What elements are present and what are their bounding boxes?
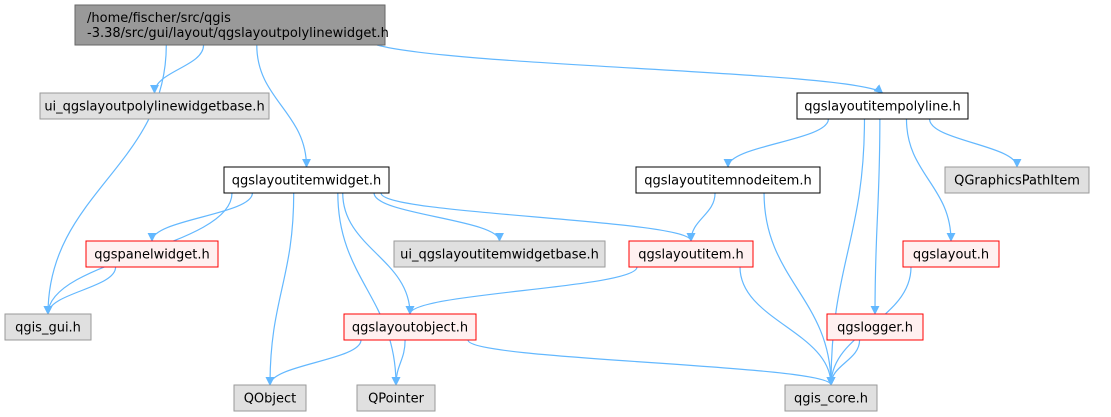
node-box bbox=[826, 313, 924, 341]
node-qgraphicspathitem[interactable]: QGraphicsPathItem bbox=[944, 166, 1090, 194]
node-ui-qgslayoutitemwidgetbase-h[interactable]: ui_qgslayoutitemwidgetbase.h bbox=[393, 240, 606, 268]
node-qgslayoutitem-h[interactable]: qgslayoutitem.h bbox=[628, 240, 754, 268]
edge-layoutobject-to-qpointer bbox=[391, 339, 406, 386]
node-label: qgslayoutobject.h bbox=[352, 321, 468, 336]
node-qgslayoutitempolyline-h[interactable]: qgslayoutitempolyline.h bbox=[796, 92, 969, 120]
edge-itemwidget-to-layoutobject bbox=[342, 192, 415, 315]
node-box bbox=[356, 384, 436, 412]
node-label: ui_qgslayoutpolylinewidgetbase.h bbox=[44, 100, 264, 115]
edge-itemwidget-to-ui_itemwidget_base bbox=[373, 192, 504, 242]
edge-itemwidget-to-qpointer bbox=[337, 192, 401, 386]
edge-itempolyline-to-graphicspath bbox=[928, 118, 1022, 168]
edge-root-to-itemwidget bbox=[256, 44, 311, 168]
node-label: QGraphicsPathItem bbox=[954, 174, 1080, 189]
edges-layer bbox=[43, 44, 1022, 386]
node-box bbox=[4, 313, 92, 341]
node-box bbox=[39, 92, 270, 120]
node-qgis-core-h[interactable]: qgis_core.h bbox=[784, 384, 878, 412]
node-qgspanelwidget-h[interactable]: qgspanelwidget.h bbox=[85, 240, 219, 268]
node-label: qgslogger.h bbox=[837, 321, 913, 336]
edge-logger-to-qgis_core bbox=[826, 339, 861, 386]
edge-root-to-ui_polyline_base bbox=[150, 44, 205, 94]
edge-itemwidget-to-layoutitem bbox=[380, 192, 696, 242]
edge-root-to-qgis_gui bbox=[43, 44, 167, 315]
node-label: -3.38/src/gui/layout/qgslayoutpolylinewi… bbox=[87, 26, 389, 41]
edge-nodeitem-to-layoutitem bbox=[686, 192, 716, 242]
node-label: qgslayoutitempolyline.h bbox=[804, 100, 961, 115]
node-label: qgis_gui.h bbox=[15, 321, 81, 336]
node-qgslayout-h[interactable]: qgslayout.h bbox=[902, 240, 1000, 268]
node-box bbox=[635, 166, 821, 194]
node-box bbox=[628, 240, 754, 268]
node-box bbox=[796, 92, 969, 120]
nodes-layer: /home/fischer/src/qgis-3.38/src/gui/layo… bbox=[4, 4, 1090, 412]
node-qgslayoutitemnodeitem-h[interactable]: qgslayoutitemnodeitem.h bbox=[635, 166, 821, 194]
node-label: qgslayout.h bbox=[913, 248, 989, 263]
node-box bbox=[393, 240, 606, 268]
node-box bbox=[944, 166, 1090, 194]
edge-panelwidget-to-qgis_gui bbox=[43, 266, 117, 315]
node-box bbox=[74, 4, 386, 46]
node-label: ui_qgslayoutitemwidgetbase.h bbox=[400, 248, 599, 263]
edge-nodeitem-to-qgis_core bbox=[763, 192, 836, 386]
edge-itempolyline-to-nodeitem bbox=[723, 118, 830, 168]
edge-layoutobject-to-qobject bbox=[265, 339, 362, 386]
edge-itemwidget-to-qobject bbox=[265, 192, 295, 386]
node-label: qgslayoutitemwidget.h bbox=[232, 174, 381, 189]
node-qgslogger-h[interactable]: qgslogger.h bbox=[826, 313, 924, 341]
edge-itempolyline-to-layout bbox=[905, 118, 956, 242]
node-qobject[interactable]: QObject bbox=[233, 384, 307, 412]
node-box bbox=[784, 384, 878, 412]
node-label: QPointer bbox=[368, 392, 425, 407]
node-box bbox=[233, 384, 307, 412]
edge-layoutobject-to-qgis_core bbox=[467, 339, 836, 386]
edge-itempolyline-to-logger bbox=[870, 118, 881, 315]
node-qgslayoutpolylinewidget-h: /home/fischer/src/qgis-3.38/src/gui/layo… bbox=[74, 4, 389, 46]
node-qgis-gui-h[interactable]: qgis_gui.h bbox=[4, 313, 92, 341]
node-box bbox=[902, 240, 1000, 268]
node-label: QObject bbox=[244, 392, 297, 407]
node-label: qgslayoutitemnodeitem.h bbox=[644, 174, 811, 189]
edge-itemwidget-to-panelwidget bbox=[147, 192, 254, 242]
node-label: /home/fischer/src/qgis bbox=[87, 11, 231, 26]
node-qgslayoutobject-h[interactable]: qgslayoutobject.h bbox=[343, 313, 477, 341]
node-qpointer[interactable]: QPointer bbox=[356, 384, 436, 412]
node-box bbox=[85, 240, 219, 268]
node-box bbox=[343, 313, 477, 341]
node-label: qgis_core.h bbox=[794, 392, 868, 407]
node-label: qgspanelwidget.h bbox=[94, 248, 210, 263]
edge-layoutitem-to-qgis_core bbox=[739, 266, 836, 386]
edge-layoutitem-to-layoutobject bbox=[405, 266, 638, 315]
node-label: qgslayoutitem.h bbox=[638, 248, 744, 263]
edge-itempolyline-to-qgis_core bbox=[826, 118, 866, 386]
node-qgslayoutitemwidget-h[interactable]: qgslayoutitemwidget.h bbox=[223, 166, 390, 194]
node-ui-qgslayoutpolylinewidgetbase-h[interactable]: ui_qgslayoutpolylinewidgetbase.h bbox=[39, 92, 270, 120]
node-box bbox=[223, 166, 390, 194]
edge-root-to-itempolyline bbox=[376, 44, 884, 94]
